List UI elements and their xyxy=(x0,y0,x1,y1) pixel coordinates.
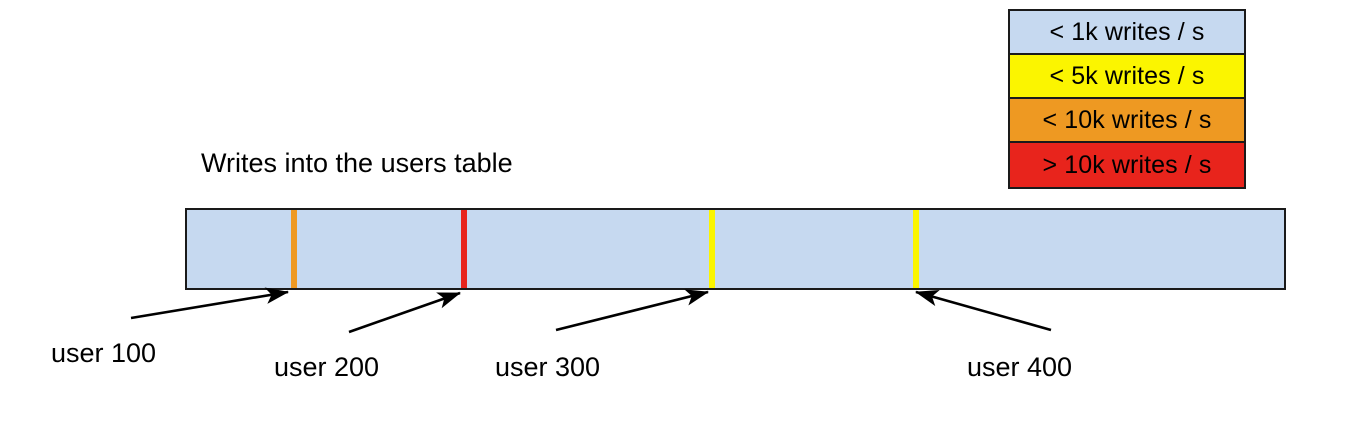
legend-row-over-10k: > 10k writes / s xyxy=(1010,143,1244,187)
legend-row-under-5k: < 5k writes / s xyxy=(1010,55,1244,99)
legend: < 1k writes / s < 5k writes / s < 10k wr… xyxy=(1008,9,1246,189)
stripe-user-200 xyxy=(461,210,468,288)
legend-label-under-5k: < 5k writes / s xyxy=(1049,61,1205,90)
stripe-user-400 xyxy=(913,210,920,288)
keyspace-bar xyxy=(185,208,1286,290)
marker-label-user-100: user 100 xyxy=(51,338,157,368)
marker-label-user-400: user 400 xyxy=(967,352,1073,382)
stripe-user-100 xyxy=(291,210,298,288)
legend-label-under-10k: < 10k writes / s xyxy=(1042,105,1212,134)
legend-row-under-10k: < 10k writes / s xyxy=(1010,99,1244,143)
chart-title: Writes into the users table xyxy=(201,148,513,178)
legend-row-under-1k: < 1k writes / s xyxy=(1010,11,1244,55)
stripe-user-300 xyxy=(709,210,716,288)
marker-label-user-200: user 200 xyxy=(274,352,380,382)
arrow-user-200 xyxy=(348,291,461,334)
legend-label-over-10k: > 10k writes / s xyxy=(1042,150,1212,179)
legend-label-under-1k: < 1k writes / s xyxy=(1049,17,1205,46)
marker-label-user-300: user 300 xyxy=(495,352,601,382)
arrow-user-100 xyxy=(130,287,290,320)
arrow-user-400 xyxy=(914,290,1052,332)
arrow-user-300 xyxy=(555,289,710,332)
